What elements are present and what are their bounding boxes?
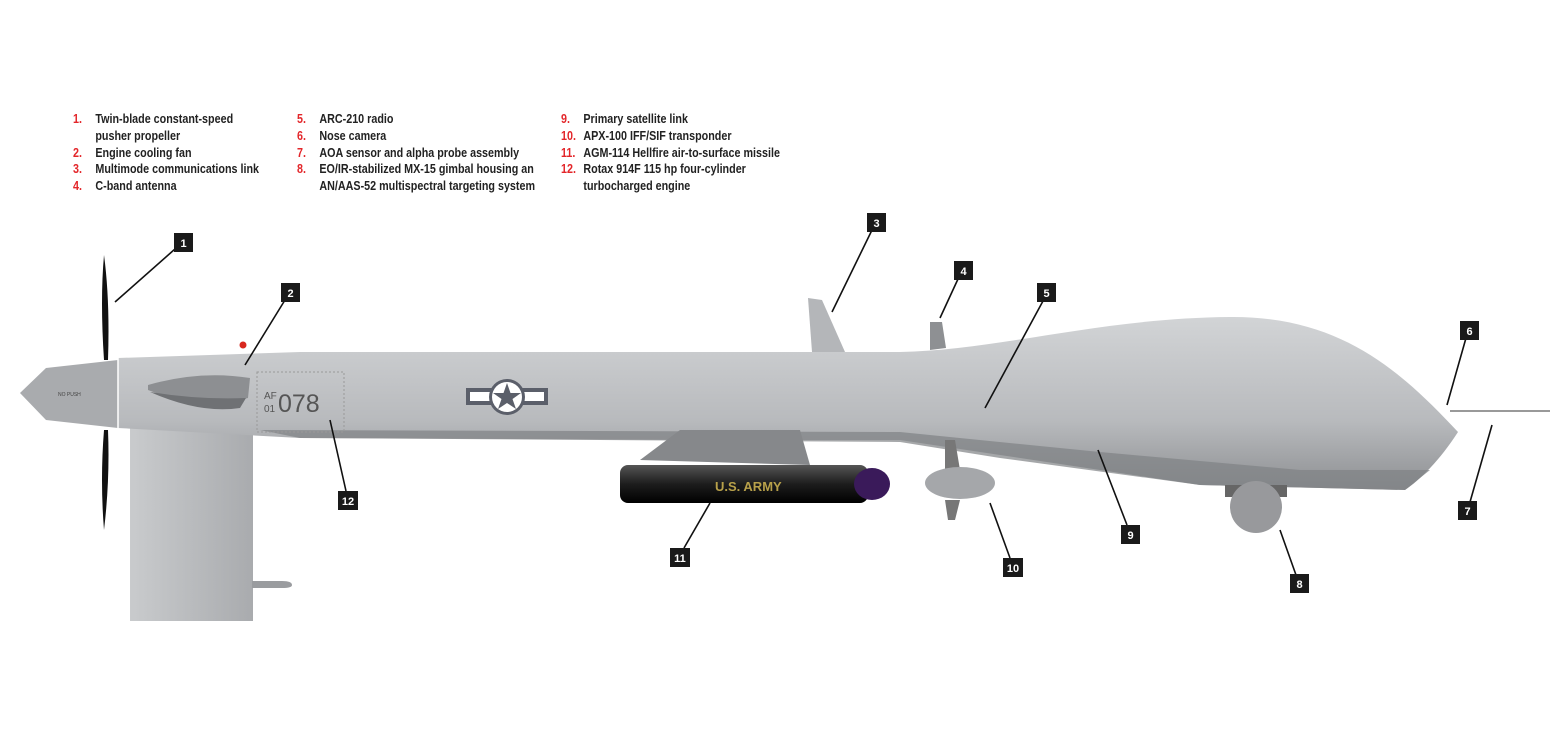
callout-10: 10 <box>989 502 1023 577</box>
comms-link-fin <box>808 298 845 352</box>
svg-text:11: 11 <box>674 553 686 565</box>
star-insignia <box>466 379 548 415</box>
svg-text:5: 5 <box>1043 288 1049 300</box>
wing-pod <box>252 581 292 588</box>
svg-text:4: 4 <box>960 266 967 278</box>
beacon-light <box>239 341 247 349</box>
callout-7: 7 <box>1458 424 1493 520</box>
spinner <box>20 360 118 428</box>
iff-transponder <box>945 440 960 520</box>
legend-item-8: 8.EO/IR-stabilized MX-15 gimbal housing … <box>297 162 536 194</box>
legend-item-6: 6.Nose camera <box>297 128 387 143</box>
c-band-antenna <box>930 322 946 350</box>
legend-item-1: 1.Twin-blade constant-speed pusher prope… <box>73 112 234 143</box>
callout-9: 9 <box>1097 449 1140 544</box>
legend-item-3: 3.Multimode communications link <box>73 162 260 177</box>
svg-text:7: 7 <box>1464 506 1470 518</box>
fuselage-underside <box>260 430 1430 490</box>
wing <box>130 418 253 621</box>
propeller <box>102 255 109 530</box>
legend-item-12: 12.Rotax 914F 115 hp four-cylinder turbo… <box>561 162 746 194</box>
legend-item-9: 9.Primary satellite link <box>561 112 688 126</box>
legend-item-4: 4.C-band antenna <box>73 179 177 194</box>
legend-item-2: 2.Engine cooling fan <box>73 145 192 160</box>
pylon <box>640 430 810 465</box>
tail-prefix-top: AF <box>264 391 277 402</box>
svg-text:2: 2 <box>287 288 293 300</box>
fuselage <box>118 316 1458 490</box>
callout-6: 6 <box>1446 321 1479 406</box>
callout-2: 2 <box>244 283 300 366</box>
svg-text:8: 8 <box>1296 579 1302 591</box>
legend-column-3: 9.Primary satellite link 10.APX-100 IFF/… <box>561 111 841 195</box>
svg-text:12: 12 <box>342 496 354 508</box>
legend-item-10: 10.APX-100 IFF/SIF transponder <box>561 128 732 143</box>
svg-text:10: 10 <box>1007 563 1019 575</box>
svg-text:3: 3 <box>873 218 879 230</box>
tail-number-panel <box>256 371 345 433</box>
tail-prefix-bottom: 01 <box>264 404 276 415</box>
legend-item-11: 11.AGM-114 Hellfire air-to-surface missi… <box>561 145 780 160</box>
missile-marking: U.S. ARMY <box>715 479 782 494</box>
gimbal-turret <box>1230 481 1282 533</box>
callout-3: 3 <box>831 213 886 313</box>
callout-11: 11 <box>670 502 711 567</box>
legend-item-5: 5.ARC-210 radio <box>297 112 394 126</box>
callout-5: 5 <box>984 283 1056 409</box>
spinner-marking: NO PUSH <box>58 392 81 398</box>
tail-number: 078 <box>278 390 320 418</box>
callout-12: 12 <box>329 419 358 510</box>
legend-column-2: 5.ARC-210 radio 6.Nose camera 7.AOA sens… <box>297 111 577 195</box>
hellfire-missile <box>620 465 868 503</box>
callout-4: 4 <box>939 261 973 319</box>
legend-column-1: 1.Twin-blade constant-speed pusher prope… <box>73 111 353 195</box>
svg-text:6: 6 <box>1466 326 1472 338</box>
svg-text:1: 1 <box>180 238 186 250</box>
svg-text:9: 9 <box>1127 530 1133 542</box>
legend-item-7: 7.AOA sensor and alpha probe assembly <box>297 145 520 160</box>
callout-8: 8 <box>1279 529 1309 593</box>
callout-1: 1 <box>114 233 193 303</box>
